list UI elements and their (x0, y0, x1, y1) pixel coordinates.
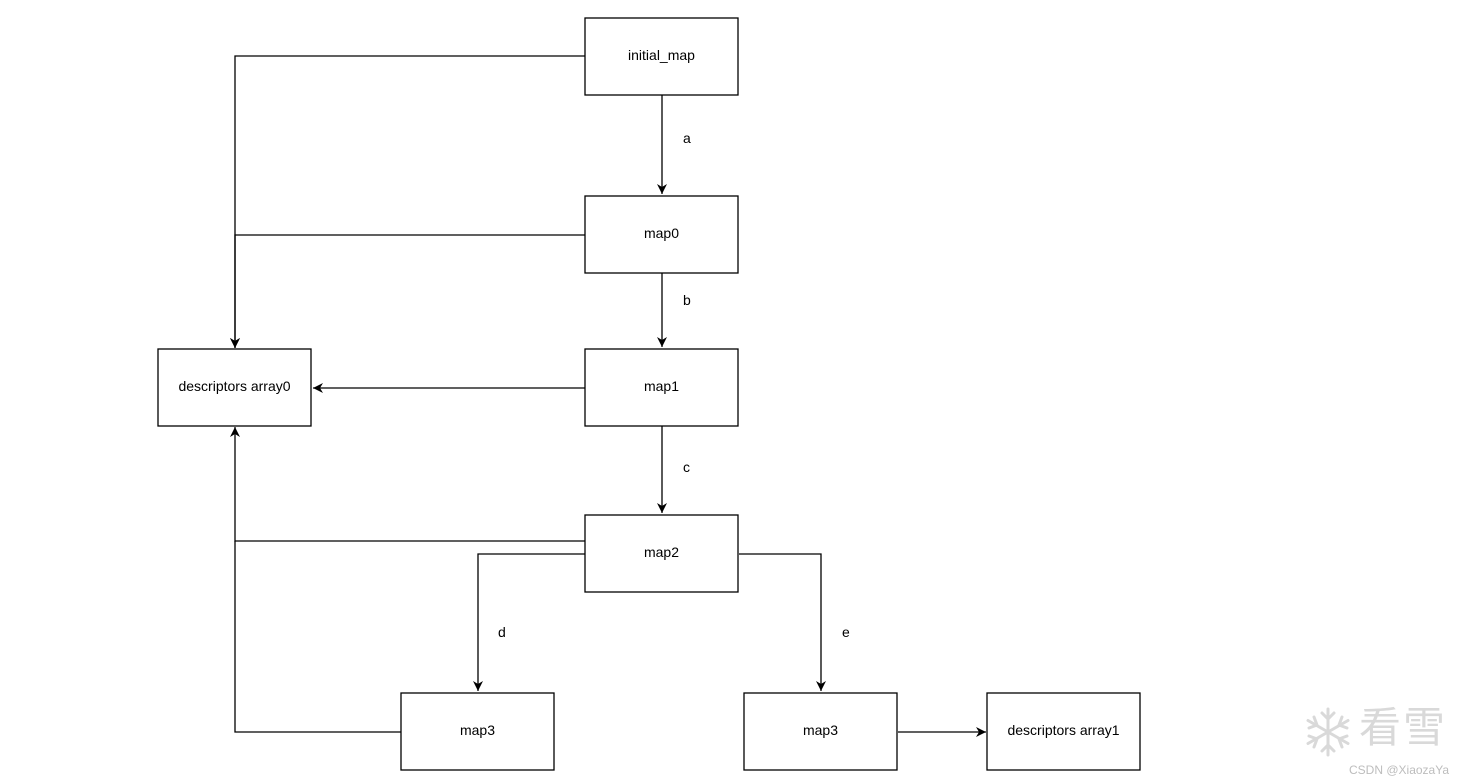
edge-label-b: b (683, 292, 691, 308)
watermark-logo-text: 看雪 (1359, 703, 1448, 752)
edge-d (473, 553, 585, 691)
edge-map2-to-descriptors-array0 (230, 427, 585, 542)
node-map2: map2 (584, 514, 739, 593)
node-label-map3-left: map3 (460, 722, 495, 738)
node-map1: map1 (584, 348, 739, 427)
watermark: 看雪 CSDN @XiaozaYa (1301, 703, 1451, 777)
edge-initial-map-to-descriptors-array0 (230, 55, 585, 348)
watermark-credit: CSDN @XiaozaYa (1349, 763, 1449, 777)
node-label-initial-map: initial_map (628, 47, 695, 63)
edge-map3-left-to-descriptors-array0 (234, 541, 401, 733)
edge-label-a: a (683, 130, 691, 146)
node-label-descriptors-array1: descriptors array1 (1007, 722, 1119, 738)
node-map0: map0 (584, 195, 739, 274)
node-initial-map: initial_map (584, 17, 739, 96)
edge-e (739, 553, 826, 691)
node-label-map1: map1 (644, 378, 679, 394)
node-descriptors-array0: descriptors array0 (157, 348, 312, 427)
node-descriptors-array1: descriptors array1 (986, 692, 1141, 771)
edge-map0-to-descriptors-array0 (230, 234, 585, 348)
edge-label-c: c (683, 459, 690, 475)
node-label-map0: map0 (644, 225, 679, 241)
edge-label-e: e (842, 624, 850, 640)
edge-label-d: d (498, 624, 506, 640)
node-label-map3-right: map3 (803, 722, 838, 738)
node-label-descriptors-array0: descriptors array0 (178, 378, 290, 394)
node-map3-right: map3 (743, 692, 898, 771)
snowflake-icon (1306, 707, 1350, 757)
node-map3-left: map3 (400, 692, 555, 771)
node-label-map2: map2 (644, 544, 679, 560)
